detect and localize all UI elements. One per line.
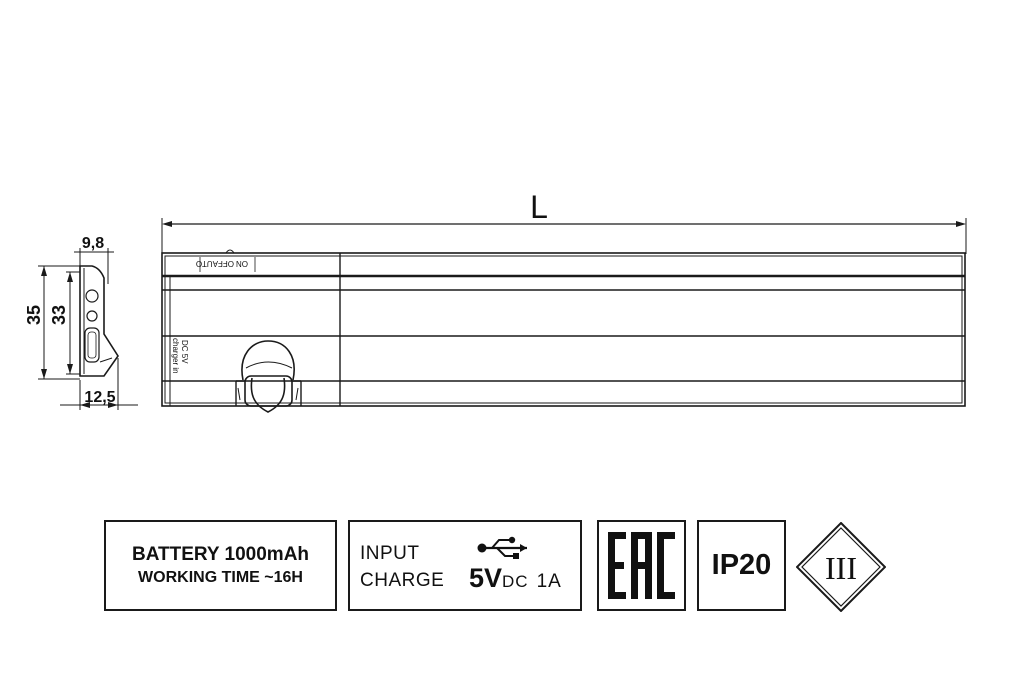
switch-label-on: ON: [236, 259, 248, 268]
charge-rating: 5VDC 1A: [469, 563, 562, 594]
length-dimension: [161, 218, 967, 254]
depth-bottom-label: 12,5: [84, 389, 115, 406]
battery-info-box: BATTERY 1000mAh WORKING TIME ~16H: [104, 520, 337, 611]
switch-labels: ON OFF AUTO: [196, 259, 248, 268]
charge-voltage: 5V: [469, 563, 503, 593]
working-time: WORKING TIME ~16H: [138, 568, 303, 586]
end-profile: [79, 265, 119, 377]
charger-label-line1: DC 5V: [180, 340, 189, 364]
protection-class-label: III: [825, 550, 857, 586]
length-label: L: [530, 189, 548, 225]
charge-dc: DC: [502, 572, 529, 591]
height-outer-label: 35: [24, 305, 44, 325]
switch-label-auto: AUTO: [196, 259, 218, 268]
usb-icon: [477, 536, 527, 559]
eac-logo-icon: [608, 532, 675, 599]
input-charge-label: INPUT CHARGE: [360, 540, 444, 594]
light-bar-body: [161, 249, 966, 407]
profile-dimensions: [38, 248, 138, 410]
height-inner-label: 33: [49, 305, 69, 325]
motion-sensor: [235, 340, 302, 413]
depth-top-label: 9,8: [82, 235, 104, 252]
charge-current: 1A: [536, 571, 562, 592]
input-charge-box: INPUT CHARGE 5VDC 1A: [348, 520, 582, 611]
protection-class-iii-icon: III: [796, 522, 886, 612]
charger-label-line2: charger in: [171, 338, 180, 374]
battery-capacity: BATTERY 1000mAh: [131, 543, 310, 565]
input-label-line2: CHARGE: [360, 570, 445, 591]
switch-label-off: OFF: [218, 259, 234, 268]
ip-rating: IP20: [711, 549, 772, 581]
input-label-line1: INPUT: [360, 543, 420, 564]
ip-rating-box: IP20: [697, 520, 786, 611]
eac-mark: [597, 520, 686, 611]
charger-label: DC 5V charger in: [171, 338, 189, 374]
